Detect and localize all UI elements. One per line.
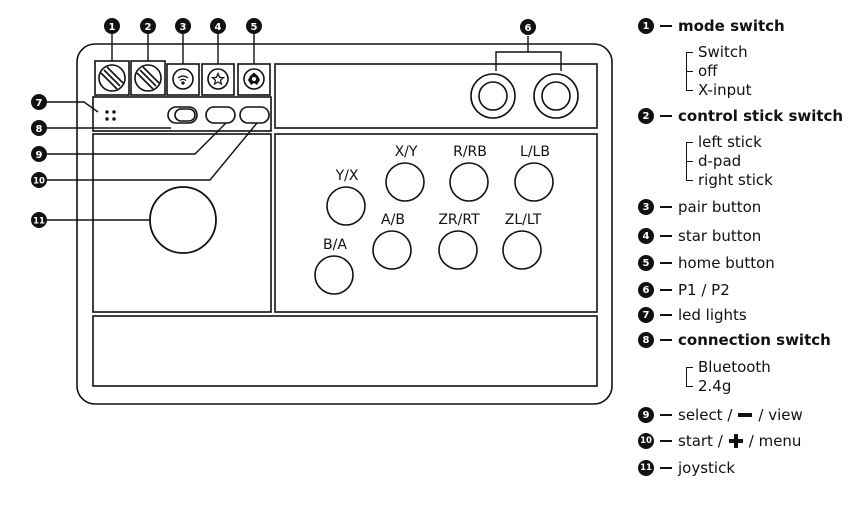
xy-button[interactable]: [385, 162, 425, 202]
ba-button[interactable]: [314, 255, 354, 295]
star-button[interactable]: [207, 68, 229, 90]
svg-text:9: 9: [36, 150, 43, 161]
callout-5: 5: [246, 18, 262, 34]
svg-text:6: 6: [525, 23, 532, 34]
svg-text:10: 10: [33, 177, 45, 187]
callout-1: 1: [104, 18, 120, 34]
ab-button[interactable]: [372, 230, 412, 270]
callout-7: 7: [31, 94, 47, 110]
callout-11: 11: [31, 212, 47, 228]
yx-label: Y/X: [335, 168, 359, 184]
rrb-button[interactable]: [449, 162, 489, 202]
svg-text:1: 1: [109, 22, 116, 33]
zrrt-button[interactable]: [438, 230, 478, 270]
top-right-panel: [274, 63, 598, 129]
zrrt-label: ZR/RT: [438, 212, 480, 228]
led-strip-panel: [92, 96, 272, 132]
svg-text:11: 11: [33, 217, 45, 227]
home-icon: [248, 72, 260, 85]
pair-button[interactable]: [172, 68, 194, 90]
connection-switch[interactable]: [167, 106, 198, 124]
xy-label: X/Y: [395, 144, 418, 160]
callout-4: 4: [210, 18, 226, 34]
svg-text:4: 4: [215, 22, 222, 33]
joystick-panel: [92, 133, 272, 313]
callout-2: 2: [140, 18, 156, 34]
zllt-label: ZL/LT: [505, 212, 542, 228]
controller-body: [76, 43, 613, 405]
callout-10: 10: [31, 172, 47, 188]
home-button[interactable]: [243, 68, 265, 90]
select-button[interactable]: [205, 106, 236, 124]
svg-text:2: 2: [145, 22, 152, 33]
button-panel: [274, 133, 598, 313]
mode-switch[interactable]: [98, 64, 126, 92]
start-button[interactable]: [239, 106, 270, 124]
svg-text:5: 5: [251, 22, 258, 33]
llb-label: L/LB: [520, 144, 550, 160]
ba-label: B/A: [323, 237, 347, 253]
callout-3: 3: [175, 18, 191, 34]
bottom-panel: [92, 315, 598, 387]
control-stick-switch[interactable]: [134, 64, 162, 92]
svg-text:3: 3: [180, 22, 187, 33]
yx-button[interactable]: [326, 186, 366, 226]
svg-text:8: 8: [36, 124, 43, 135]
joystick[interactable]: [149, 186, 217, 254]
zllt-button[interactable]: [502, 230, 542, 270]
llb-button[interactable]: [514, 162, 554, 202]
led-lights: [105, 110, 116, 121]
star-icon: [210, 71, 226, 86]
p1-button[interactable]: [470, 73, 516, 119]
rrb-label: R/RB: [453, 144, 487, 160]
callout-9: 9: [31, 146, 47, 162]
wifi-icon: [177, 75, 189, 85]
ab-label: A/B: [381, 212, 405, 228]
p2-button[interactable]: [533, 73, 579, 119]
callout-6: 6: [520, 19, 536, 35]
callout-8: 8: [31, 120, 47, 136]
svg-text:7: 7: [36, 98, 43, 109]
